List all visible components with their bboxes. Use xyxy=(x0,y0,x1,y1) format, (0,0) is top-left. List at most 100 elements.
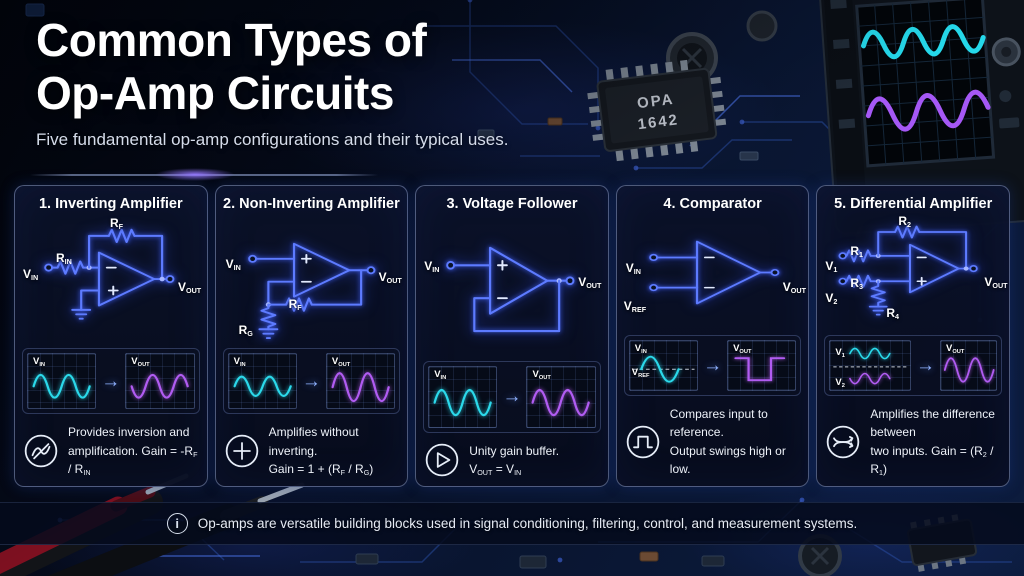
vin-label: VIN xyxy=(225,257,241,273)
wave-in2-label: V2 xyxy=(835,377,845,389)
vin-label: VIN xyxy=(23,267,39,283)
rf-label: RF xyxy=(110,216,124,232)
r4-label: R4 xyxy=(886,306,900,322)
ground-symbol xyxy=(71,308,92,320)
opamp-input-signs xyxy=(300,253,312,283)
ground-symbol xyxy=(869,305,889,316)
arrow-icon: → xyxy=(703,354,723,376)
card-non-inverting-amplifier: 2. Non-Inverting Amplifier xyxy=(214,185,409,487)
description-text: Unity gain buffer. VOUT = VIN xyxy=(469,443,560,478)
description-text: Amplifies the difference between two inp… xyxy=(870,406,995,478)
opamp-triangle xyxy=(909,243,961,294)
input-waveform-panel: VIN xyxy=(227,353,297,410)
info-icon: i xyxy=(166,513,188,534)
wave-out-label: VOUT xyxy=(331,356,351,368)
circuit-svg xyxy=(446,246,575,333)
waveform-row: VIN → VOUT xyxy=(222,348,401,415)
description-text: Amplifies without inverting. Gain = 1 + … xyxy=(268,425,374,478)
ground-symbol xyxy=(258,328,278,340)
wave-in-label: VIN xyxy=(233,356,246,368)
vref-label: VREF xyxy=(623,299,647,315)
output-terminal xyxy=(565,276,575,286)
card-comparator: 4. Comparator VIN VREF VOUT xyxy=(615,185,810,487)
opamp-triangle xyxy=(292,242,350,298)
card-description: Unity gain buffer. VOUT = VIN xyxy=(423,442,601,479)
output-waveform-panel: VOUT xyxy=(325,353,396,410)
title-line-2: Op-Amp Circuits xyxy=(36,66,394,119)
wave-ref-label: VREF xyxy=(631,367,650,379)
resistor-rin xyxy=(56,260,85,275)
rg-label: RG xyxy=(238,323,253,339)
inputs-waveform-panel: V1 V2 xyxy=(829,340,912,391)
resistor-r2 xyxy=(894,225,921,239)
resistor-rf xyxy=(107,228,136,244)
card-title: 1. Inverting Amplifier xyxy=(38,196,183,212)
vout-label: VOUT xyxy=(378,270,402,286)
input-waveform-panel: VIN xyxy=(428,366,498,428)
wave-in-label: VIN xyxy=(33,356,46,368)
card-title: 5. Differential Amplifier xyxy=(834,196,993,212)
wave-out-label: VOUT xyxy=(946,343,965,355)
buffer-triangle-icon xyxy=(424,442,460,478)
card-title: 2. Non-Inverting Amplifier xyxy=(223,196,400,212)
card-description: Provides inversion and amplification. Ga… xyxy=(22,423,200,479)
card-title: 4. Comparator xyxy=(663,196,762,212)
r1-label: R1 xyxy=(850,244,864,260)
v2-label: V2 xyxy=(825,291,838,307)
wave-out-label: VOUT xyxy=(532,369,551,381)
waveform-row: VIN → VOUT xyxy=(423,361,601,433)
arrow-icon: → xyxy=(101,370,121,392)
input-waveform-panel: VIN xyxy=(27,353,97,410)
opamp-triangle xyxy=(695,240,762,305)
plus-icon xyxy=(224,433,260,469)
output-waveform-panel: VOUT xyxy=(727,340,797,391)
vout-label: VOUT xyxy=(782,280,806,296)
resistor-r1 xyxy=(845,249,873,263)
opamp-input-signs xyxy=(916,256,928,286)
resistor-r4 xyxy=(871,280,887,308)
waveform-row: VIN → VOUT xyxy=(22,348,200,415)
resistor-rg xyxy=(259,303,276,331)
card-differential-amplifier: 5. Differential Amplifier xyxy=(816,185,1010,487)
wave-out-label: VOUT xyxy=(733,343,752,355)
waveform-row: V1 V2 → VOUT xyxy=(824,335,1002,396)
opamp-triangle xyxy=(97,251,156,307)
card-description: Amplifies without inverting. Gain = 1 + … xyxy=(223,423,401,479)
vout-label: VOUT xyxy=(578,275,602,291)
footer-bar: i Op-amps are versatile building blocks … xyxy=(0,502,1024,545)
card-inverting-amplifier: 1. Inverting Amplifier xyxy=(14,185,208,487)
output-terminal xyxy=(165,275,175,284)
page-title: Common Types of Op-Amp Circuits xyxy=(36,14,508,120)
opamp-input-signs xyxy=(703,256,715,289)
comparator-circuit: VIN VREF VOUT xyxy=(623,213,806,332)
vout-label: VOUT xyxy=(178,280,202,296)
differential-amplifier-circuit: V1 R1 R2 V2 R3 R4 VOUT xyxy=(824,213,1007,332)
r3-label: R3 xyxy=(850,276,864,292)
vin-label: VIN xyxy=(625,261,641,277)
wave-in1-label: V1 xyxy=(835,347,845,359)
circuit-svg xyxy=(44,228,175,320)
input-waveform-panel: VIN VREF xyxy=(628,340,699,391)
output-waveform-panel: VOUT xyxy=(940,340,997,391)
arrow-icon: → xyxy=(301,370,321,392)
inverted-sine-icon xyxy=(23,433,59,469)
rin-label: RIN xyxy=(56,251,72,267)
subtitle: Five fundamental op-amp configurations a… xyxy=(36,129,509,149)
card-voltage-follower: 3. Voltage Follower VIN VOUT xyxy=(415,185,609,487)
opamp-input-signs xyxy=(105,266,119,296)
output-terminal xyxy=(969,264,979,273)
description-text: Provides inversion and amplification. Ga… xyxy=(68,425,198,478)
header-divider-glow xyxy=(155,168,235,181)
title-line-1: Common Types of xyxy=(36,14,427,66)
opamp-input-signs xyxy=(497,259,509,300)
resistor-r3 xyxy=(845,274,873,288)
description-text: Compares input to reference. Output swin… xyxy=(669,406,786,477)
vout-label: VOUT xyxy=(984,275,1008,291)
card-title: 3. Voltage Follower xyxy=(446,196,578,212)
card-description: Amplifies the difference between two inp… xyxy=(824,405,1002,479)
output-waveform-panel: VOUT xyxy=(526,366,596,428)
cards-row: 1. Inverting Amplifier xyxy=(14,185,1010,487)
wave-in-label: VIN xyxy=(434,369,447,381)
voltage-follower-circuit: VIN VOUT xyxy=(423,213,601,358)
inverting-amplifier-circuit: VIN RIN RF VOUT xyxy=(22,213,202,345)
